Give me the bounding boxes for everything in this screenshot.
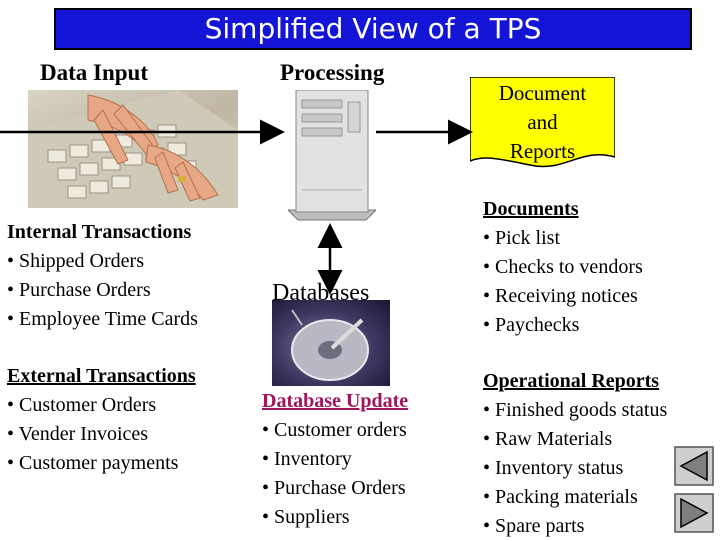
slide-title: Simplified View of a TPS	[204, 12, 542, 45]
document-label-line3: Reports	[509, 139, 576, 163]
operational-reports-list: Operational Reports • Finished goods sta…	[483, 367, 667, 541]
keyboard-typing-photo	[28, 90, 238, 208]
list-item: • Checks to vendors	[483, 256, 643, 278]
list-item: • Inventory status	[483, 457, 624, 479]
database-update-header: Database Update	[262, 390, 409, 412]
list-item: • Vender Invoices	[7, 423, 149, 445]
list-item: • Paychecks	[483, 314, 580, 336]
list-item: • Purchase Orders	[7, 279, 151, 301]
documents-header: Documents	[483, 198, 579, 220]
processing-heading: Processing	[280, 60, 385, 85]
list-item: • Customer payments	[7, 452, 179, 474]
list-item: • Pick list	[483, 227, 561, 249]
data-input-heading: Data Input	[40, 60, 149, 85]
document-shape	[470, 77, 615, 168]
list-item: • Packing materials	[483, 486, 638, 508]
document-label-line1: Document	[498, 81, 587, 105]
internal-transactions-list: Internal Transactions • Shipped Orders •…	[7, 218, 198, 334]
list-item: • Receiving notices	[483, 285, 638, 307]
external-transactions-header: External Transactions	[7, 365, 196, 387]
hard-disk-photo	[272, 300, 390, 386]
documents-list: Documents • Pick list • Checks to vendor…	[483, 195, 643, 340]
list-item: • Suppliers	[262, 506, 350, 528]
triangle-right-icon	[680, 497, 709, 529]
external-transactions-list: External Transactions • Customer Orders …	[7, 362, 196, 478]
previous-slide-button[interactable]	[674, 446, 714, 486]
document-label-line2: and	[527, 110, 558, 134]
document-and-reports-label: Document and Reports	[474, 79, 611, 166]
triangle-left-icon	[679, 450, 708, 482]
list-item: • Purchase Orders	[262, 477, 406, 499]
internal-transactions-header: Internal Transactions	[7, 221, 192, 243]
list-item: • Inventory	[262, 448, 352, 470]
databases-label: Databases	[272, 280, 370, 306]
list-item: • Finished goods status	[483, 399, 668, 421]
list-item: • Customer Orders	[7, 394, 157, 416]
database-update-list: Database Update • Customer orders • Inve…	[262, 387, 408, 532]
list-item: • Spare parts	[483, 515, 585, 537]
next-slide-button[interactable]	[674, 493, 714, 533]
list-item: • Shipped Orders	[7, 250, 144, 272]
server-computer-photo	[286, 89, 378, 225]
list-item: • Raw Materials	[483, 428, 613, 450]
list-item: • Customer orders	[262, 419, 407, 441]
operational-reports-header: Operational Reports	[483, 370, 660, 392]
list-item: • Employee Time Cards	[7, 308, 198, 330]
title-banner	[54, 8, 692, 50]
